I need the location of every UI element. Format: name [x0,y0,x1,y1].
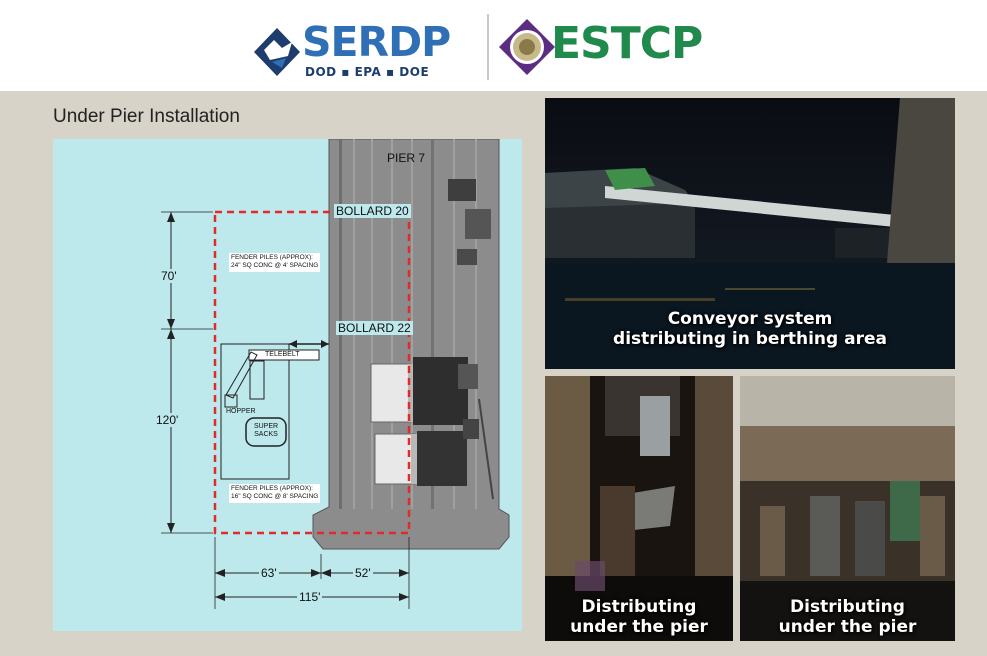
fender-bottom-line2: 16" SQ CONC @ 8' SPACING [231,493,319,501]
under-pier-left-scene [545,376,733,641]
pier-aerial-drawing [161,139,510,609]
left-caption-line2: under the pier [570,616,708,637]
page-title: Under Pier Installation [53,106,240,127]
dimension-52: 52' [353,566,373,580]
conveyor-caption-line1: Conveyor system [667,309,833,329]
serdp-logo-text: SERDP [302,18,451,66]
dimension-63: 63' [259,566,279,580]
fender-piles-top-note: FENDER PILES (APPROX): 24" SQ CONC @ 4' … [229,253,321,272]
super-sacks-label: SUPER SACKS [249,423,283,440]
right-caption-line2: under the pier [778,616,917,637]
hopper-label: HOPPER [226,408,256,415]
conveyor-night-photo: Conveyor system distributing in berthing… [545,98,955,369]
dimension-115: 115' [297,590,323,604]
estcp-logo-text: ESTCP [551,18,703,69]
estcp-seal-icon [499,19,555,75]
under-pier-photo-right: Distributing under the pier [740,376,955,641]
under-pier-photo-left: Distributing under the pier [545,376,733,641]
fender-top-line1: FENDER PILES (APPROX): [231,254,313,261]
bollard-22-label: BOLLARD 22 [336,321,413,335]
right-caption-line1: Distributing [790,597,905,617]
conveyor-caption-line2: distributing in berthing area [613,328,887,349]
super-sacks-line2: SACKS [254,431,278,439]
header-bar: SERDP DOD ▪ EPA ▪ DOE ESTCP [0,0,987,91]
bollard-20-label: BOLLARD 20 [334,204,411,218]
conveyor-caption: Conveyor system distributing in berthing… [545,309,955,349]
telebelt-label: TELEBELT [265,351,300,358]
left-photo-caption: Distributing under the pier [545,597,733,637]
fender-top-line2: 24" SQ CONC @ 4' SPACING [231,262,319,270]
dimension-70: 70' [161,269,177,283]
under-pier-right-scene [740,376,955,641]
pier-diagram: PIER 7 BOLLARD 20 BOLLARD 22 FENDER PILE… [53,139,522,631]
serdp-logo-icon [254,28,300,76]
super-sacks-line1: SUPER [253,423,279,430]
fender-piles-bottom-note: FENDER PILES (APPROX): 16" SQ CONC @ 8' … [229,484,321,503]
serdp-agencies: DOD ▪ EPA ▪ DOE [305,65,430,79]
pier-label: PIER 7 [387,151,426,165]
right-photo-caption: Distributing under the pier [740,597,955,637]
dimension-120: 120' [156,413,179,427]
logo-divider [487,14,489,80]
left-caption-line1: Distributing [581,597,697,617]
conveyor-scene [545,98,955,369]
fender-bottom-line1: FENDER PILES (APPROX): [231,485,313,492]
